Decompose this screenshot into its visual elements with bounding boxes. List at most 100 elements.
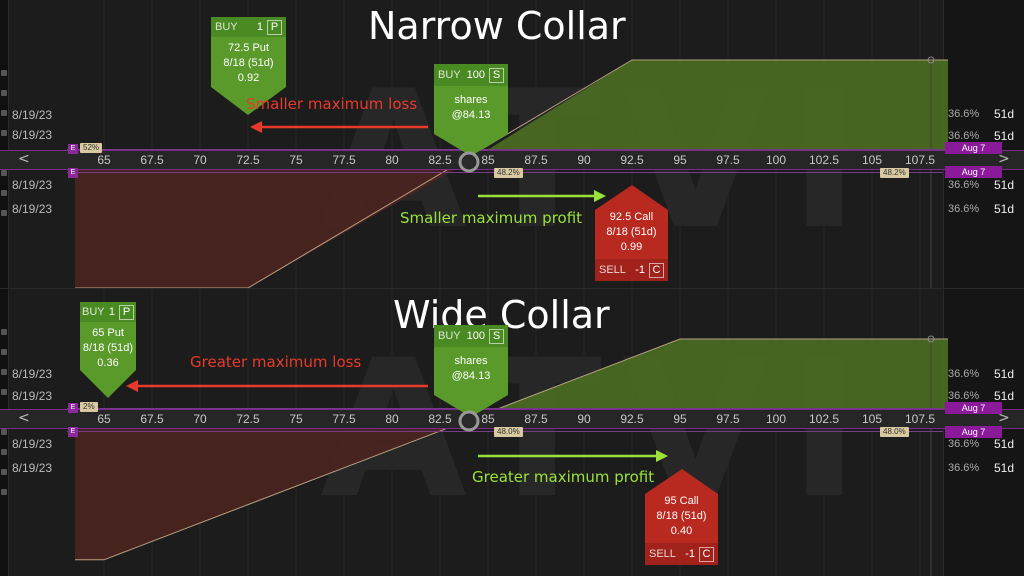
iv-value: 36.6% — [948, 179, 980, 191]
days-to-expiry: 51d — [994, 129, 1015, 143]
tool-icon[interactable] — [1, 369, 7, 375]
loss-region — [75, 160, 472, 288]
price-tick-label: 80 — [385, 412, 399, 426]
side-label: SELL — [599, 264, 626, 276]
tool-icon[interactable] — [1, 489, 7, 495]
pl-line — [75, 338, 948, 561]
iv-value: 36.6% — [948, 368, 980, 380]
card-strike: 72.5 Put — [228, 42, 269, 54]
days-to-expiry: 51d — [994, 437, 1015, 451]
pl-graph — [75, 56, 948, 288]
tool-icon[interactable] — [1, 110, 7, 116]
tool-icon[interactable] — [1, 469, 7, 475]
iv-value: 36.6% — [948, 462, 980, 474]
price-tick-label: 87.5 — [524, 153, 548, 167]
loss-arrow — [250, 121, 428, 133]
put-type-icon: P — [119, 304, 134, 320]
call-type-icon: C — [649, 262, 664, 278]
qty-label: -1 — [635, 264, 645, 276]
price-tick-label: 80 — [385, 153, 399, 167]
iv-value: 36.6% — [948, 390, 980, 402]
tool-icon[interactable] — [1, 70, 7, 76]
loss-annotation: Smaller maximum loss — [246, 95, 418, 113]
card-desc: shares — [454, 355, 488, 367]
tool-icon[interactable] — [1, 190, 7, 196]
price-tick-label: 100 — [765, 153, 787, 167]
current-price-marker[interactable] — [457, 150, 481, 174]
date-label: 8/19/23 — [12, 178, 53, 192]
tool-icon[interactable] — [1, 130, 7, 136]
card-price: @84.13 — [451, 109, 491, 121]
tool-icon[interactable] — [1, 389, 7, 395]
price-tick-label: 70 — [193, 153, 207, 167]
profit-region — [471, 60, 948, 160]
call-type-icon: C — [699, 546, 714, 562]
profit-region — [471, 339, 948, 419]
price-tick-label: 105 — [861, 153, 883, 167]
panel-title: Narrow Collar — [368, 4, 626, 48]
days-to-expiry: 51d — [994, 107, 1015, 121]
price-tick-label: 92.5 — [620, 153, 644, 167]
price-tick-label: 100 — [765, 412, 787, 426]
shares-type-icon: S — [489, 328, 504, 344]
tool-icon[interactable] — [1, 170, 7, 176]
profit-annotation: Greater maximum profit — [472, 468, 655, 486]
qty-label: 1 — [108, 306, 115, 318]
price-tick-label: 67.5 — [140, 153, 164, 167]
qty-label: 100 — [466, 69, 485, 81]
price-tick-label: 67.5 — [140, 412, 164, 426]
current-price-marker[interactable] — [457, 409, 481, 433]
expiration-tag[interactable]: Aug 7 — [945, 426, 1002, 438]
tool-icon[interactable] — [1, 429, 7, 435]
price-tick-label: 95 — [673, 153, 687, 167]
tool-icon[interactable] — [1, 449, 7, 455]
tool-icon[interactable] — [1, 210, 7, 216]
iv-value: 36.6% — [948, 203, 980, 215]
side-label: BUY — [82, 306, 105, 318]
expiration-tag[interactable]: Aug 7 — [945, 402, 1002, 414]
tool-icon[interactable] — [1, 90, 7, 96]
price-tick-label: 72.5 — [236, 153, 260, 167]
price-tick-label: 102.5 — [808, 412, 840, 426]
tool-icon[interactable] — [1, 349, 7, 355]
card-strike: 95 Call — [664, 495, 699, 507]
shares-type-icon: S — [489, 67, 504, 83]
price-tick-label: 70 — [193, 412, 207, 426]
price-tick-label: 77.5 — [332, 153, 356, 167]
e-badge: E — [68, 144, 78, 154]
loss-arrow — [126, 380, 428, 392]
scroll-right-icon[interactable]: > — [998, 151, 1010, 167]
date-label: 8/19/23 — [12, 437, 53, 451]
iv-tag: 48.2% — [880, 168, 909, 178]
scroll-right-icon[interactable]: > — [998, 410, 1010, 426]
side-label: BUY — [438, 69, 461, 81]
date-label: 8/19/23 — [12, 367, 53, 381]
scroll-left-icon[interactable]: < — [18, 410, 30, 426]
card-expiry: 8/18 (51d) — [82, 342, 134, 354]
price-tick-label: 102.5 — [808, 153, 840, 167]
wide-collar-panel: ATVI E E < > 6567.57072.57577.58082.5858… — [0, 288, 1024, 576]
qty-label: -1 — [685, 548, 695, 560]
scroll-left-icon[interactable]: < — [18, 151, 30, 167]
loss-annotation: Greater maximum loss — [190, 353, 362, 371]
price-tick-label: 92.5 — [620, 412, 644, 426]
qty-label: 1 — [256, 21, 263, 33]
iv-value: 36.6% — [948, 130, 980, 142]
price-tick-label: 105 — [861, 412, 883, 426]
price-tick-label: 75 — [289, 153, 303, 167]
expiration-tag[interactable]: Aug 7 — [945, 142, 1002, 154]
profit-arrow — [478, 450, 668, 462]
price-tick-label: 72.5 — [236, 412, 260, 426]
expiration-tag[interactable]: Aug 7 — [945, 166, 1002, 178]
tool-icon[interactable] — [1, 329, 7, 335]
price-tick-label: 95 — [673, 412, 687, 426]
side-label: BUY — [438, 330, 461, 342]
iv-tag: 48.0% — [880, 427, 909, 437]
e-badge: E — [68, 168, 78, 178]
